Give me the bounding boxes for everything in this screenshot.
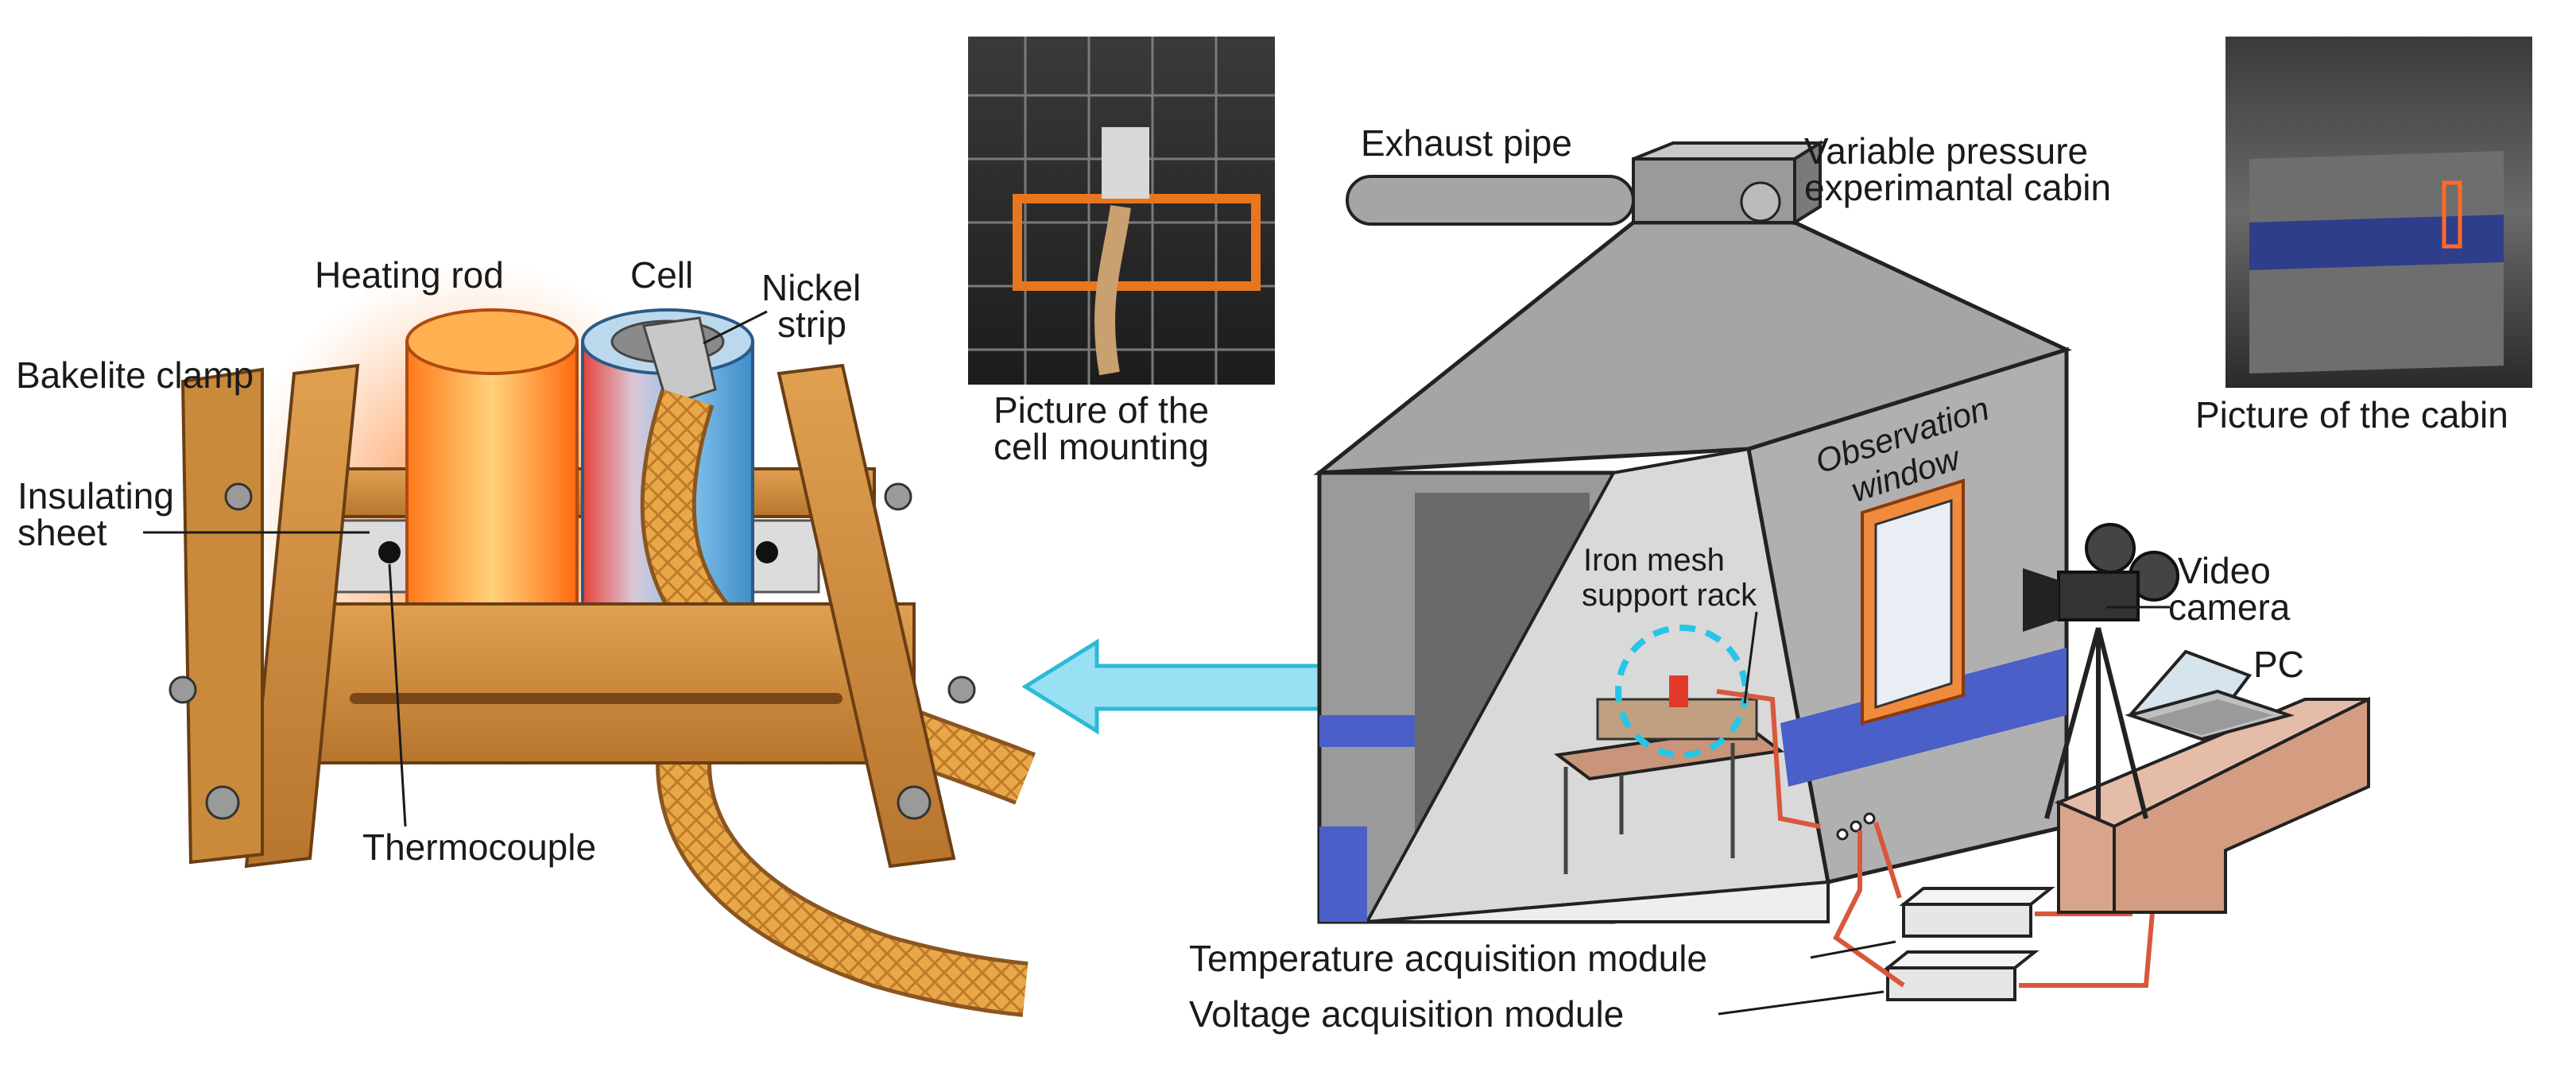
cell-mounting-photo [968,37,1275,385]
label-cell-mounting-1: Picture of the [994,389,1209,431]
label-exhaust-pipe: Exhaust pipe [1361,122,1572,164]
label-picture-cabin: Picture of the cabin [2195,394,2508,435]
experimental-cabin [1313,140,2072,924]
nickel-strip [642,316,717,407]
label-iron-mesh-1: Iron mesh [1583,543,1725,578]
label-insulating-sheet-1: Insulating [17,475,174,517]
label-nickel-strip-2: strip [777,304,846,345]
cabin-photo [2225,37,2532,388]
exhaust-pipe [1346,175,1635,226]
label-iron-mesh-2: support rack [1582,578,1757,613]
label-insulating-sheet-2: sheet [17,512,107,553]
label-pc: PC [2253,644,2304,685]
label-voltage-module: Voltage acquisition module [1189,993,1624,1035]
label-bakelite-clamp: Bakelite clamp [16,354,254,396]
label-thermocouple: Thermocouple [362,826,596,868]
label-cell: Cell [630,254,693,296]
label-cabin-2: experimantal cabin [1804,167,2111,208]
screw-icons [169,482,976,820]
voltage-acquisition-module [1883,950,2039,1001]
cabin-roof [1313,220,2072,475]
heating-rod [405,308,579,604]
pc-desk [2054,696,2370,914]
thermocouple-dot-left [378,541,401,563]
label-cell-mounting-2: cell mounting [994,426,1209,467]
bakelite-clamp-right [777,363,956,869]
label-video-camera-1: Video [2178,550,2271,591]
label-nickel-strip-1: Nickel [761,267,861,308]
laptop-icon [2125,649,2295,741]
thermocouple-dot-right [756,541,778,563]
label-cabin-1: Variable pressure [1804,130,2088,172]
cell-fixture [169,262,1036,1017]
label-video-camera-2: camera [2168,586,2291,628]
front-rail [292,602,916,764]
temperature-acquisition-module [1899,887,2055,938]
label-temperature-module: Temperature acquisition module [1189,938,1707,979]
label-heating-rod: Heating rod [315,254,504,296]
video-camera-icon [2023,523,2179,819]
